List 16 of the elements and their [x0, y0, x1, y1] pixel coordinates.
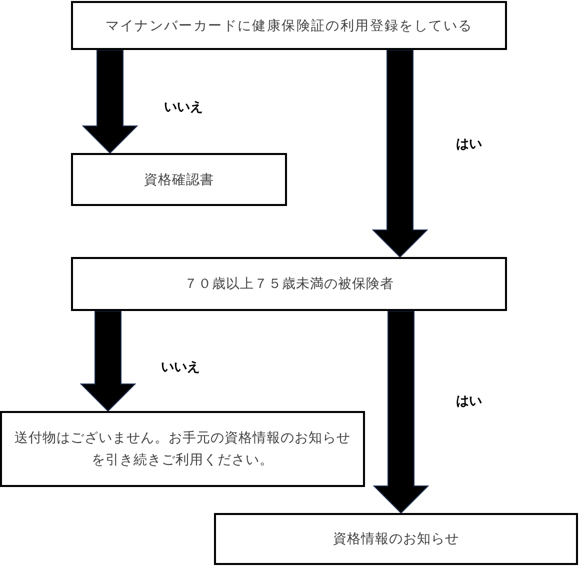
box-text: 資格確認書 — [144, 170, 214, 190]
edge-label: いいえ — [163, 98, 204, 116]
block-arrow — [372, 310, 430, 514]
box-text: 資格情報のお知らせ — [333, 530, 459, 549]
block-arrow — [82, 50, 138, 154]
block-arrow — [80, 310, 136, 412]
process-box — [0, 411, 365, 487]
box-text: 送付物はございません。お手元の資格情報のお知らせを引き続きご利用ください。 — [14, 429, 352, 470]
box-text: ７０歳以上７５歳未満の被保険者 — [184, 275, 394, 294]
process-box — [214, 513, 578, 565]
edge-label: いいえ — [160, 358, 201, 376]
process-box — [71, 153, 287, 206]
process-box — [71, 257, 507, 311]
block-arrow — [372, 50, 428, 258]
process-box — [71, 1, 507, 50]
box-text: マイナンバーカードに健康保険証の利用登録をしている — [105, 16, 473, 36]
